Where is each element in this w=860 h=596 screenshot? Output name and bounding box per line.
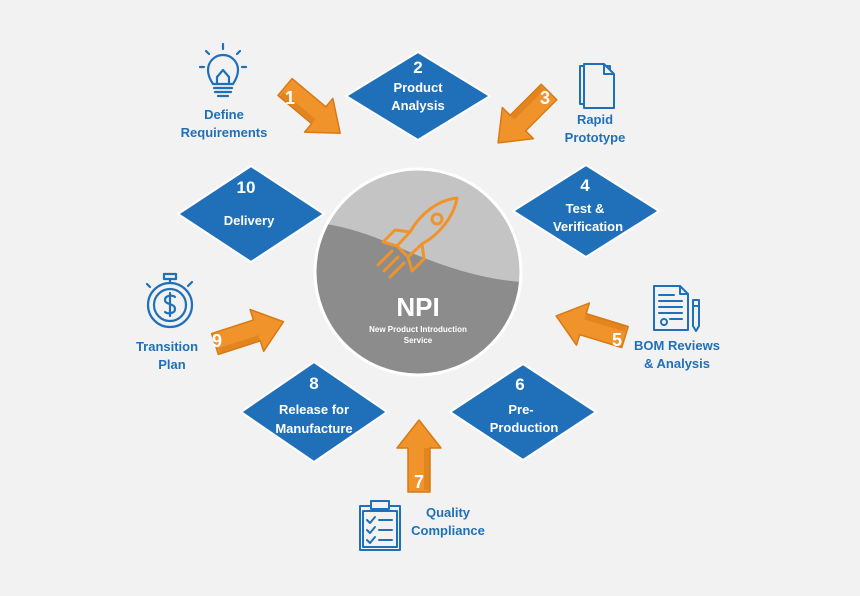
diamond-label-line2: Manufacture: [275, 421, 352, 436]
arrow-label-line2: Requirements: [181, 125, 268, 140]
arrow-label-line1: Quality: [426, 505, 471, 520]
arrow-step-3: [497, 83, 558, 144]
arrow-label-line2: Plan: [158, 357, 186, 372]
diamond-number: 2: [413, 58, 422, 77]
arrow-label-line1: Transition: [136, 339, 198, 354]
arrow-label-line2: & Analysis: [644, 356, 710, 371]
diamond-step-6: 6 Pre- Production: [448, 362, 598, 462]
diamond-label-line1: Pre-: [508, 402, 533, 417]
arrow-number: 3: [540, 88, 550, 108]
arrow-step-5: [555, 302, 629, 349]
diamond-number: 4: [580, 176, 590, 195]
arrow-label-line1: BOM Reviews: [634, 338, 720, 353]
arrow-number: 7: [414, 472, 424, 492]
diamond-label-line2: Production: [490, 420, 559, 435]
diamond-number: 8: [309, 374, 318, 393]
diamond-step-8: 8 Release for Manufacture: [239, 360, 389, 464]
diamond-label-line2: Analysis: [391, 98, 444, 113]
arrow-number: 1: [285, 88, 295, 108]
diamond-number: 10: [237, 178, 256, 197]
arrow-step-9: [210, 308, 285, 356]
diamond-step-2: 2 Product Analysis: [344, 50, 492, 142]
arrow-number: 5: [612, 330, 622, 350]
lightbulb-icon: [198, 42, 248, 98]
center-title: NPI: [396, 292, 439, 322]
document-stack-icon: [579, 63, 615, 109]
arrow-label-line1: Define: [204, 107, 244, 122]
diamond-label-line1: Delivery: [224, 213, 275, 228]
checklist-clipboard-icon: [359, 500, 401, 551]
diamond-label-line1: Test &: [566, 201, 605, 216]
form-pen-icon: [653, 285, 700, 332]
diamond-number: 6: [515, 375, 524, 394]
diamond-step-10: 10 Delivery: [176, 164, 326, 264]
center-subtitle-line2: Service: [404, 336, 433, 345]
arrow-label-line2: Prototype: [565, 130, 626, 145]
diamond-label-line1: Release for: [279, 402, 349, 417]
arrow-number: 9: [212, 331, 222, 351]
arrow-step-1: [277, 77, 341, 135]
center-subtitle-line1: New Product Introduction: [369, 325, 467, 334]
diamond-label-line1: Product: [393, 80, 443, 95]
arrow-step-7: [396, 419, 442, 493]
stopwatch-dollar-icon: [145, 272, 194, 329]
arrow-label-line1: Rapid: [577, 112, 613, 127]
rocket-icon: [376, 196, 459, 279]
diamond-step-4: 4 Test & Verification: [511, 163, 661, 259]
diamond-label-line2: Verification: [553, 219, 623, 234]
arrow-label-line2: Compliance: [411, 523, 485, 538]
